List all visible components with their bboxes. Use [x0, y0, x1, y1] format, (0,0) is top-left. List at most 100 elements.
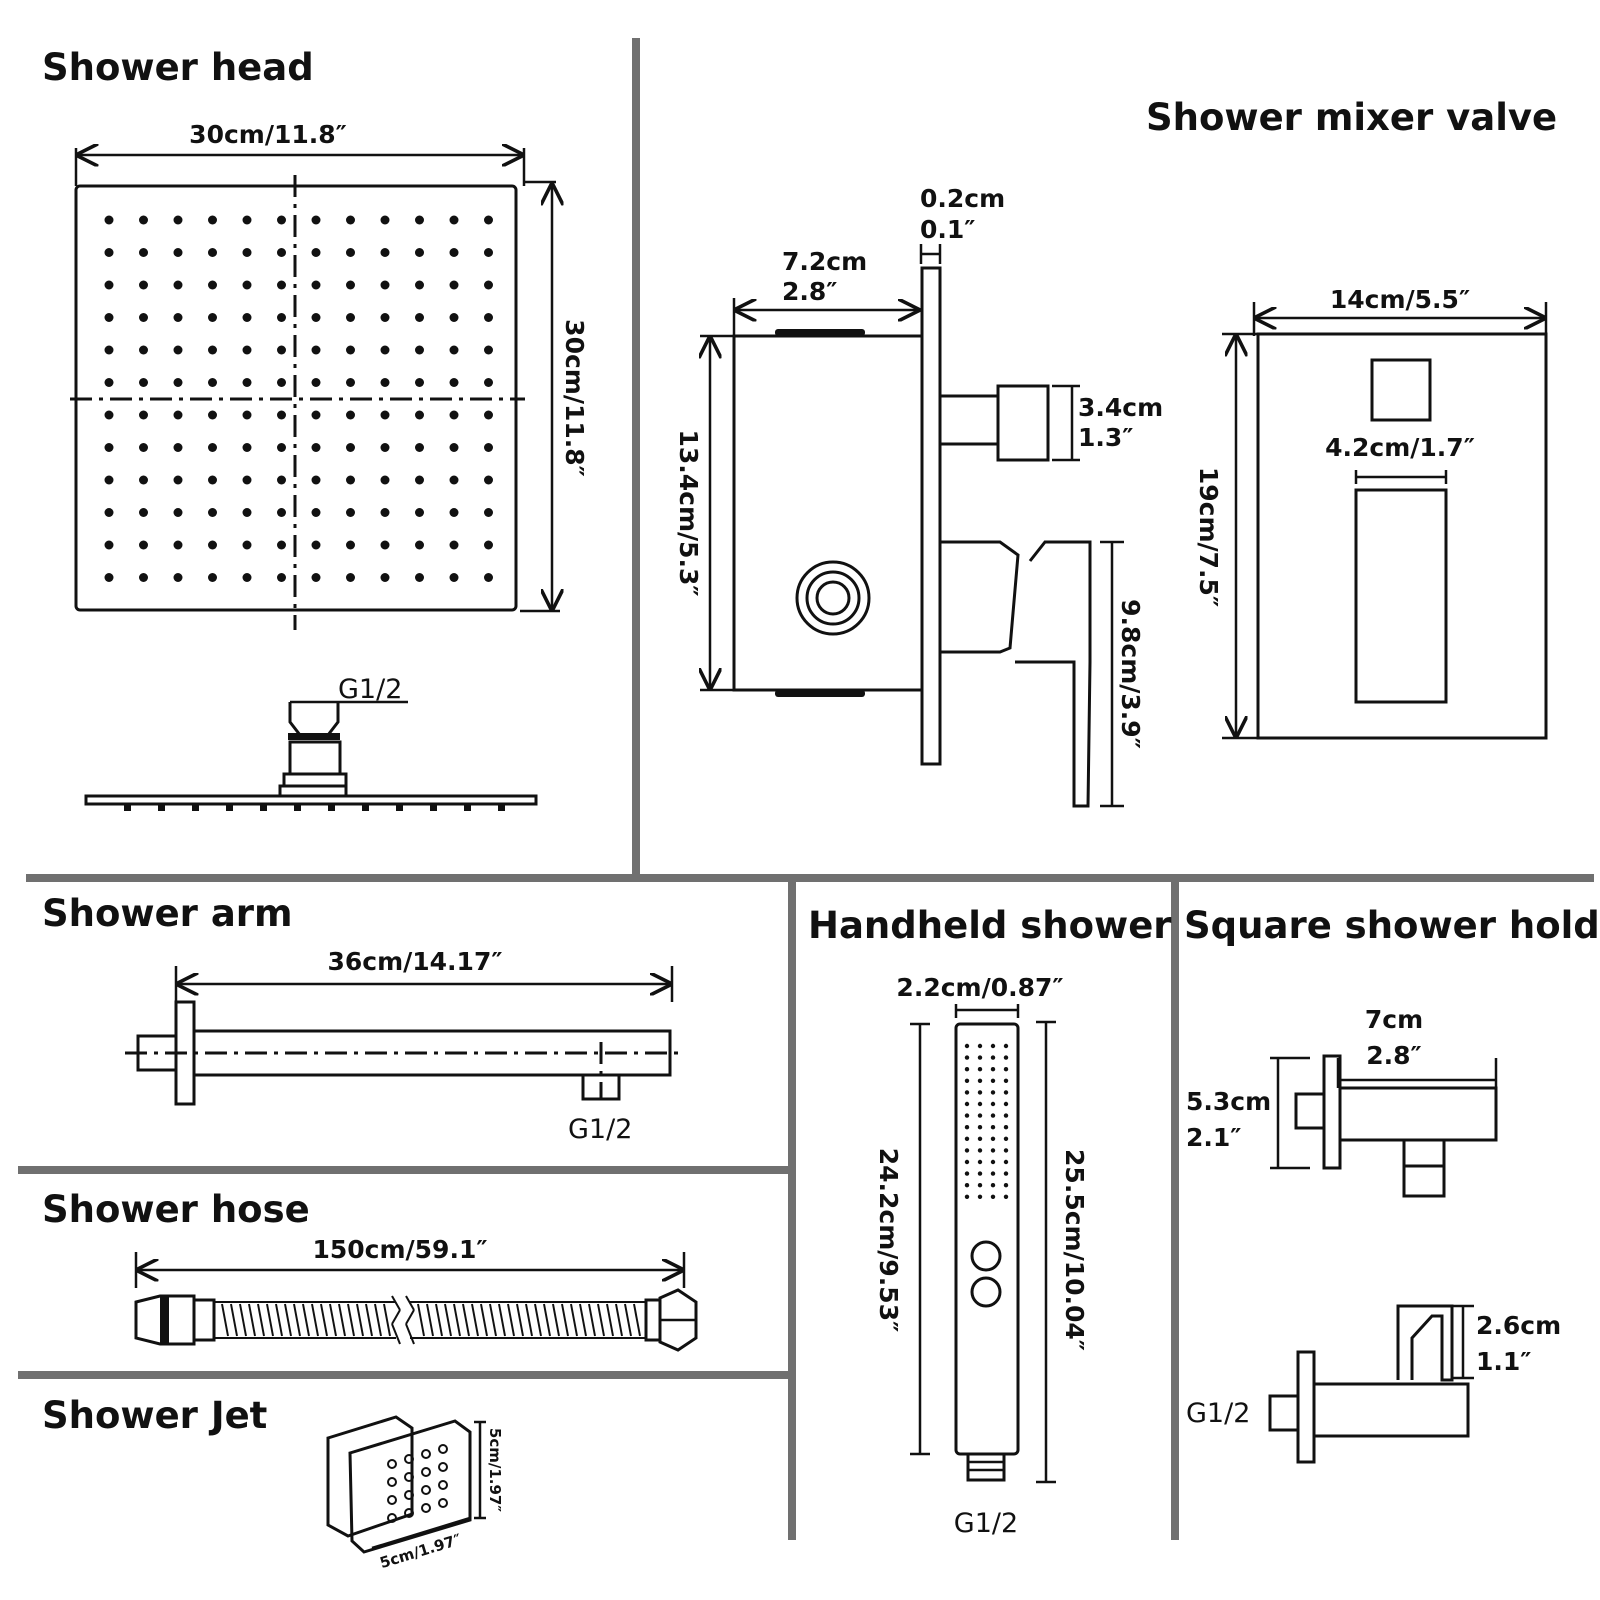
- hose-coil-line: [257, 1303, 265, 1337]
- nozzle-dot: [311, 475, 321, 485]
- handheld-nozzle-dot: [1003, 1043, 1009, 1049]
- nozzle-dot: [484, 443, 493, 452]
- handheld-nozzle-dot: [990, 1078, 996, 1084]
- jet-hole: [404, 1472, 414, 1482]
- handheld-nozzle-dot: [1003, 1078, 1009, 1084]
- hose-coil-line: [311, 1303, 319, 1337]
- handheld-nozzle-dot: [977, 1125, 983, 1130]
- nozzle-dot: [415, 540, 424, 550]
- handheld-nozzle-dot: [990, 1125, 996, 1130]
- jet-holes: [387, 1444, 448, 1523]
- handheld-nozzle-dot: [1003, 1125, 1009, 1130]
- hose-coil-line: [597, 1303, 605, 1337]
- shower-jet-title: Shower Jet: [42, 1394, 267, 1437]
- jet-height-label: 5cm/1.97″: [486, 1428, 504, 1512]
- nozzle-dot: [346, 378, 355, 387]
- nozzle-dot: [173, 378, 183, 387]
- jet-hole: [404, 1490, 414, 1500]
- hose-coil-line: [329, 1303, 337, 1337]
- valve-body: [732, 334, 924, 692]
- nozzle-dot: [208, 475, 217, 485]
- hose-coil-line: [534, 1303, 542, 1337]
- nozzle-dot: [242, 443, 252, 452]
- nozzle-dot: [484, 248, 493, 257]
- jet-hole: [438, 1498, 448, 1508]
- front-cover-plate: [1256, 332, 1548, 740]
- hose-coil-line: [507, 1303, 515, 1337]
- nozzle-dot: [346, 313, 355, 322]
- nozzle-dot: [208, 410, 217, 420]
- shower-head-nozzles: [104, 215, 493, 582]
- shower-head-side-view: G1/2: [84, 674, 538, 811]
- handheld-nozzle-dot: [1003, 1090, 1009, 1095]
- nozzle-dot: [311, 540, 321, 550]
- mixer-valve-section: Shower mixer valve 0.2cm 0.1″ 7.2cm 2.8″…: [674, 96, 1557, 808]
- shower-hose-title: Shower hose: [42, 1188, 310, 1231]
- handheld-nozzle-dot: [977, 1067, 983, 1072]
- holder-side-flange: [1296, 1350, 1316, 1464]
- hose-coil-line: [293, 1303, 301, 1337]
- nozzle-dot: [173, 313, 183, 322]
- nozzle-dot: [277, 248, 286, 257]
- nozzle-dot: [484, 280, 493, 290]
- hose-coil-line: [275, 1303, 283, 1337]
- nozzle-dot: [311, 378, 321, 387]
- shower-arm-length-label: 36cm/14.17″: [327, 947, 502, 976]
- square-holder-title: Square shower holder: [1184, 904, 1600, 947]
- nozzle-dot: [242, 573, 252, 582]
- nozzle-dot: [139, 215, 148, 225]
- nozzle-dot: [139, 410, 148, 420]
- nozzle-dot: [380, 215, 390, 225]
- holder-depth-in-label: 2.8″: [1366, 1041, 1421, 1070]
- hose-coil: [214, 1295, 646, 1345]
- handheld-nozzle-dot: [964, 1171, 970, 1176]
- hose-coil-line: [498, 1303, 506, 1337]
- handle-hub: [940, 540, 1020, 654]
- handheld-shower-section: Handheld shower 2.2cm/0.87″ G1/2 24.2cm/…: [808, 904, 1172, 1539]
- side-nozzle: [498, 804, 505, 811]
- holder-flange-cm-label: 5.3cm: [1186, 1087, 1271, 1116]
- handle-lever: [1015, 540, 1092, 808]
- shower-jet-section: Shower Jet 5cm/1.97″ 5cm/1.97″: [42, 1394, 504, 1572]
- jet-hole: [404, 1454, 414, 1464]
- hose-coil-line: [230, 1303, 238, 1337]
- handheld-nozzle-dot: [964, 1090, 970, 1095]
- shower-head-width-label: 30cm/11.8″: [189, 120, 347, 149]
- nozzle-dot: [346, 475, 355, 485]
- plate-height-label: 19cm/7.5″: [1194, 467, 1223, 607]
- nozzle-dot: [139, 313, 148, 322]
- hose-coil-line: [516, 1303, 524, 1337]
- shower-arm-thread-label: G1/2: [568, 1114, 632, 1145]
- handheld-nozzle-dot: [964, 1043, 970, 1049]
- nozzle-dot: [484, 378, 493, 387]
- handheld-nozzle-dot: [1003, 1113, 1009, 1118]
- jet-hole: [421, 1449, 431, 1459]
- hose-coil-line: [266, 1303, 274, 1337]
- handheld-width-label: 2.2cm/0.87″: [896, 973, 1063, 1002]
- plate-thickness-cm-label: 0.2cm: [920, 184, 1005, 213]
- nozzle-dot: [173, 443, 183, 452]
- nozzle-dot: [484, 573, 493, 582]
- nozzle-dot: [380, 540, 390, 550]
- nozzle-dot: [277, 410, 286, 420]
- handheld-body: [954, 1022, 1020, 1456]
- handheld-nozzle-dot: [977, 1043, 983, 1049]
- jet-face-plate: [348, 1419, 472, 1554]
- handheld-nozzle-dot: [990, 1067, 996, 1072]
- handheld-nozzle-dot: [964, 1136, 970, 1142]
- shower-head-thread-label: G1/2: [338, 674, 402, 705]
- nozzle-dot: [415, 378, 424, 387]
- handheld-nozzle-dot: [977, 1171, 983, 1176]
- nozzle-dot: [311, 443, 321, 452]
- nozzle-dot: [380, 443, 390, 452]
- nozzle-dot: [242, 540, 252, 550]
- nozzle-dot: [277, 215, 286, 225]
- holder-side-wall-thread: [1268, 1394, 1300, 1432]
- nozzle-dot: [380, 378, 390, 387]
- nozzle-dot: [311, 345, 321, 355]
- jet-hole: [438, 1462, 448, 1472]
- handheld-nozzle-dot: [990, 1090, 996, 1095]
- nozzle-dot: [277, 443, 286, 452]
- handheld-total-length-label: 25.5cm/10.04″: [1060, 1149, 1089, 1351]
